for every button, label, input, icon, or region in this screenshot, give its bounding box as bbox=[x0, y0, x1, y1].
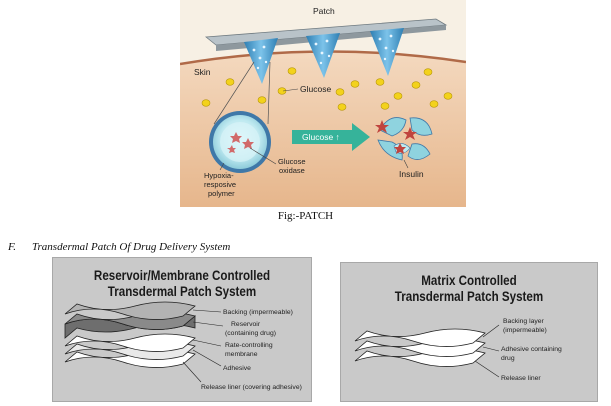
backing-label: Backing (impermeable) bbox=[223, 309, 293, 316]
reservoir-title-line2: Transdermal Patch System bbox=[107, 284, 257, 299]
glucose-molecules bbox=[201, 67, 453, 111]
matrix-patch-panel: Matrix Controlled Transdermal Patch Syst… bbox=[340, 262, 598, 402]
reservoir-label-1: Reservoir bbox=[231, 321, 261, 328]
microneedle-icon bbox=[306, 33, 340, 78]
polymer-label-1: Hypoxia- bbox=[204, 171, 234, 180]
glucose-label: Glucose bbox=[300, 84, 331, 94]
glucose-arrow-label: Glucose ↑ bbox=[302, 132, 340, 142]
reservoir-label-2: (containing drug) bbox=[225, 330, 276, 337]
matrix-backing-label-2: (impermeable) bbox=[503, 327, 547, 334]
reservoir-layers-diagram: Backing (impermeable) Reservoir (contain… bbox=[64, 301, 302, 391]
reservoir-patch-panel: Reservoir/Membrane Controlled Transderma… bbox=[52, 257, 312, 402]
matrix-backing-label-1: Backing layer bbox=[503, 318, 545, 325]
matrix-adhesive-label-1: Adhesive containing bbox=[501, 346, 562, 353]
section-heading: F. Transdermal Patch Of Drug Delivery Sys… bbox=[8, 241, 230, 253]
microneedle-icon bbox=[370, 28, 404, 76]
figure-caption: Fig:-PATCH bbox=[277, 210, 334, 222]
release-liner-label: Release liner (covering adhesive) bbox=[201, 384, 302, 391]
matrix-layers-diagram: Backing layer (impermeable) Adhesive con… bbox=[354, 318, 562, 382]
zoom-line bbox=[267, 61, 271, 125]
section-number: F. bbox=[8, 241, 17, 253]
membrane-label-1: Rate-controlling bbox=[225, 342, 273, 349]
microneedle-icon bbox=[244, 38, 278, 84]
skin-label: Skin bbox=[194, 67, 211, 77]
membrane-label-2: membrane bbox=[225, 351, 258, 358]
matrix-adhesive-label-2: drug bbox=[501, 355, 515, 362]
glucose-arrow-icon bbox=[292, 123, 370, 151]
glucose-oxidase-label-2: oxidase bbox=[279, 166, 305, 175]
backing-layer bbox=[64, 301, 196, 320]
matrix-title-line1: Matrix Controlled bbox=[421, 273, 517, 288]
insulin-label: Insulin bbox=[399, 169, 424, 179]
matrix-backing-layer bbox=[354, 328, 486, 347]
reservoir-title-line1: Reservoir/Membrane Controlled bbox=[93, 268, 271, 283]
matrix-title-line2: Transdermal Patch System bbox=[394, 289, 544, 304]
matrix-release-liner-label: Release liner bbox=[501, 375, 541, 382]
membrane-layer bbox=[64, 333, 196, 352]
patch-illustration: Patch Skin Glucose Glucose ↑ Glucose oxi… bbox=[180, 0, 466, 207]
insulin-release-icon bbox=[375, 117, 433, 161]
polymer-vesicle-icon bbox=[209, 111, 271, 173]
glucose-oxidase-label-1: Glucose bbox=[278, 157, 306, 166]
polymer-label-2: resposive bbox=[204, 180, 236, 189]
zoom-line bbox=[213, 61, 255, 125]
polymer-label-3: polymer bbox=[208, 189, 235, 198]
section-title: Transdermal Patch Of Drug Delivery Syste… bbox=[32, 241, 231, 253]
adhesive-label: Adhesive bbox=[223, 365, 251, 372]
patch-label: Patch bbox=[313, 6, 335, 16]
